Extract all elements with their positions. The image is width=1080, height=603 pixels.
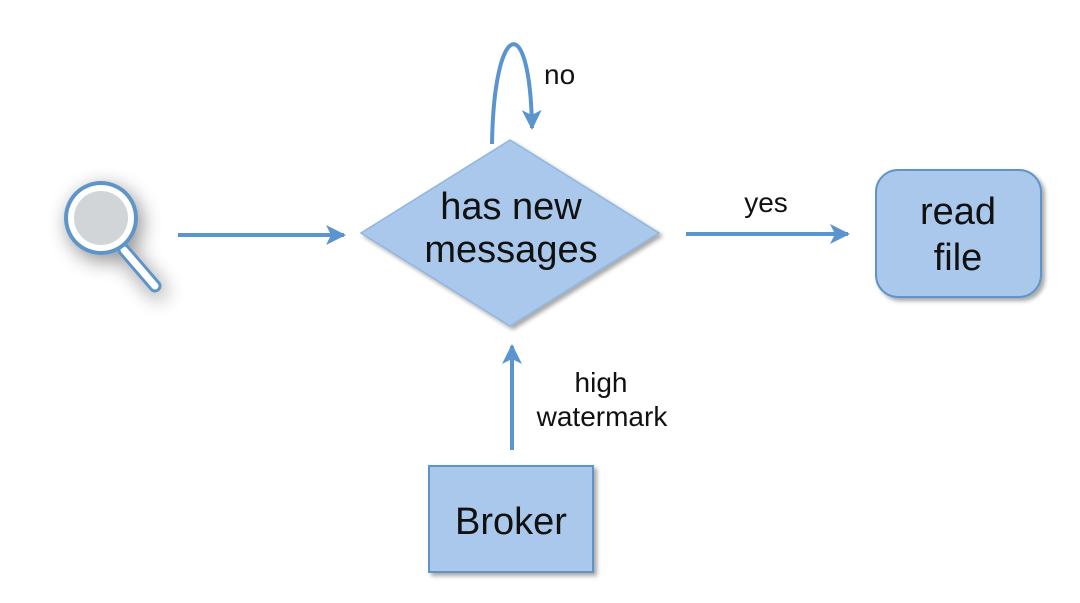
edge-label-high: high (575, 367, 628, 398)
process-label-line2: file (934, 237, 983, 279)
broker-label: Broker (455, 501, 567, 543)
magnifier-icon (64, 181, 162, 293)
process-read-file (875, 169, 1042, 298)
edge-label-yes: yes (744, 187, 788, 218)
loop-arrow-no (490, 42, 542, 145)
decision-label-line2: messages (424, 229, 597, 271)
edge-label-watermark: watermark (536, 401, 669, 432)
edge-label-no: no (544, 59, 575, 90)
decision-label-line1: has new (440, 186, 582, 228)
decision-node (359, 139, 661, 327)
process-label-line1: read (920, 191, 996, 233)
broker-node (428, 465, 594, 573)
